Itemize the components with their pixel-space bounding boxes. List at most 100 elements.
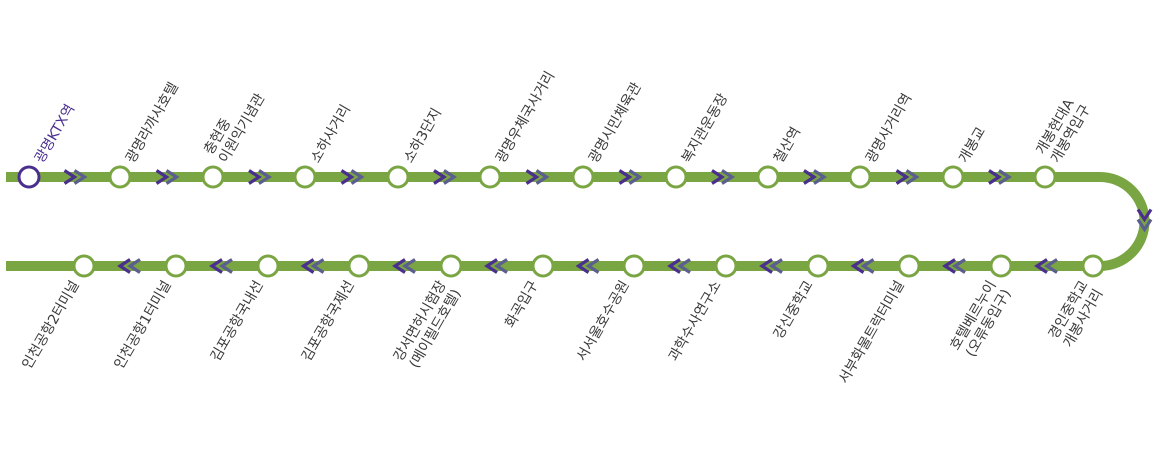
arrow-right-icon <box>258 169 272 185</box>
arrow-left-icon <box>769 258 783 274</box>
station-label: 인천공항2터미널 <box>19 278 82 372</box>
station-name: 서서울호수공원 <box>574 278 633 364</box>
station-name: 강신중학교 <box>771 278 817 342</box>
arrow-right-icon <box>340 169 355 185</box>
arrow-right-icon <box>525 169 540 185</box>
station-label: 소하3단지 <box>401 106 445 166</box>
arrow-left-icon <box>1044 258 1058 274</box>
station-label: 개봉교 <box>956 124 989 166</box>
station[interactable] <box>897 254 921 278</box>
station-label: 광명라까사호텔 <box>123 80 182 166</box>
arrow-left-icon <box>585 258 600 274</box>
station[interactable] <box>806 254 830 278</box>
station[interactable] <box>201 165 225 189</box>
station-name: 과학수사연구소 <box>666 278 725 364</box>
arrow-left-icon <box>117 258 131 274</box>
station-name: 서부화물트럭터미널 <box>836 278 908 386</box>
station[interactable] <box>108 165 132 189</box>
station[interactable] <box>622 254 646 278</box>
station[interactable] <box>531 254 555 278</box>
station-name: 인천공항2터미널 <box>19 278 82 372</box>
station[interactable] <box>72 254 96 278</box>
station[interactable] <box>478 165 502 189</box>
station[interactable] <box>1033 165 1057 189</box>
station-label: 소하사거리 <box>308 102 354 166</box>
station[interactable] <box>256 254 280 278</box>
arrow-left-icon <box>677 258 691 274</box>
station-label: 광명시민체육관 <box>586 80 645 166</box>
station-label: 광명우체국사거리 <box>493 69 558 166</box>
station[interactable] <box>756 165 780 189</box>
station-label: 서부화물트럭터미널 <box>836 278 908 386</box>
station-name: 철산역 <box>771 124 804 165</box>
station-label: 과학수사연구소 <box>666 278 725 364</box>
arrow-left-icon <box>392 258 406 274</box>
station-label: 복지관운동장 <box>679 91 732 166</box>
arrow-right-icon <box>443 169 457 185</box>
route-line <box>6 172 1150 271</box>
station[interactable] <box>848 165 872 189</box>
station-label: 화곡입구 <box>502 278 542 331</box>
arrow-left-icon <box>1034 258 1048 274</box>
station[interactable] <box>347 254 371 278</box>
station[interactable] <box>439 254 463 278</box>
direction-arrows <box>63 169 1153 274</box>
station[interactable] <box>164 254 188 278</box>
arrow-right-icon <box>63 169 78 185</box>
arrow-left-icon <box>209 258 223 274</box>
arrow-left-icon <box>667 258 681 274</box>
arrow-right-icon <box>803 169 817 185</box>
station-start[interactable] <box>17 165 41 189</box>
station-name: 김포공항국제선 <box>299 278 358 364</box>
arrow-right-icon <box>711 169 725 185</box>
station[interactable] <box>941 165 965 189</box>
arrow-right-icon <box>998 169 1012 185</box>
station-name: 김포공항국내선 <box>208 278 267 364</box>
arrow-left-icon <box>402 258 416 274</box>
station[interactable] <box>293 165 317 189</box>
station-label: 김포공항국내선 <box>208 278 267 364</box>
station[interactable] <box>989 254 1013 278</box>
station[interactable] <box>1081 254 1105 278</box>
arrow-left-icon <box>759 258 773 274</box>
station-name: 광명라까사호텔 <box>123 80 182 166</box>
arrow-right-icon <box>248 169 262 185</box>
station-label: 서서울호수공원 <box>574 278 633 364</box>
station[interactable] <box>386 165 410 189</box>
station-label: 강신중학교 <box>771 278 817 342</box>
station[interactable] <box>571 165 595 189</box>
arrow-right-icon <box>813 169 827 185</box>
arrow-left-icon <box>127 258 141 274</box>
arrow-left-icon <box>850 258 865 274</box>
arrow-right-icon <box>165 169 180 185</box>
arrow-right-icon <box>618 169 633 185</box>
arrow-left-icon <box>484 258 498 274</box>
station[interactable] <box>714 254 738 278</box>
station-name: 광명우체국사거리 <box>493 69 558 166</box>
station-label: 광명KTX역 <box>32 102 78 166</box>
arrow-left-icon <box>942 258 956 274</box>
arrow-left-icon <box>219 258 233 274</box>
arrow-left-icon <box>494 258 508 274</box>
station-label: 김포공항국제선 <box>299 278 358 364</box>
arrow-right-icon <box>73 169 88 185</box>
station-label: 인천공항1터미널 <box>111 278 174 372</box>
station-name: 화곡입구 <box>502 278 542 331</box>
station-name: 광명사거리역 <box>863 91 915 166</box>
arrow-right-icon <box>350 169 365 185</box>
station-name: 개봉교 <box>956 124 989 166</box>
station-name: 인천공항1터미널 <box>111 278 174 372</box>
arrow-right-icon <box>628 169 643 185</box>
arrow-left-icon <box>300 258 315 274</box>
arrow-left-icon <box>952 258 966 274</box>
station[interactable] <box>664 165 688 189</box>
arrow-right-icon <box>535 169 550 185</box>
arrow-right-icon <box>988 169 1002 185</box>
station-label: 호텔베르누이(오류동입구) <box>947 278 1014 360</box>
arrow-right-icon <box>905 169 920 185</box>
arrow-right-icon <box>721 169 735 185</box>
